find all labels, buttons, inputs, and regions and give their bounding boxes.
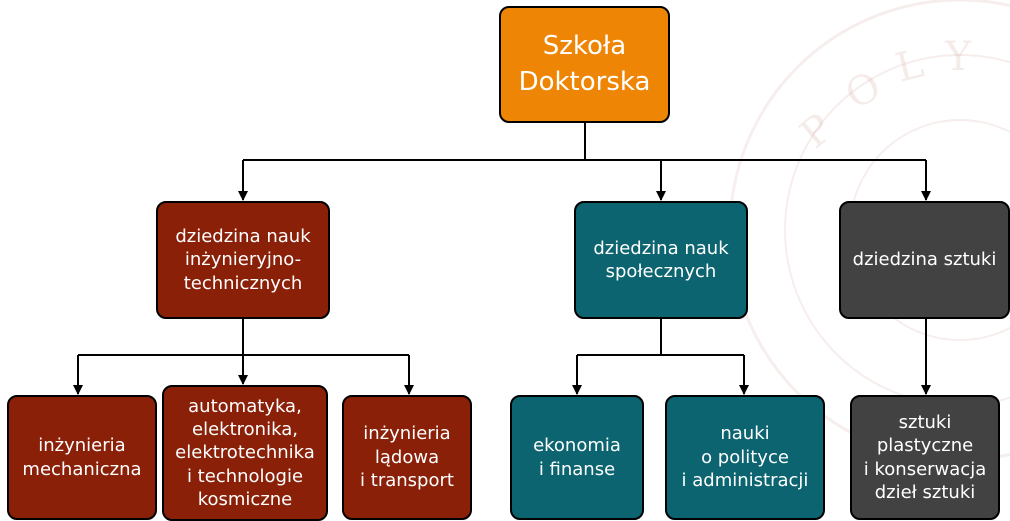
discipline-node-label: inżynieria lądowa i transport [360, 423, 454, 492]
discipline-node-label: automatyka, elektronika, elektrotechnika… [175, 395, 315, 511]
discipline-node-label: sztuki plastyczne i konserwacja dzieł sz… [863, 411, 987, 503]
field-node-arts: dziedzina sztuki [839, 201, 1010, 319]
field-node-label: dziedzina nauk inżynieryjno- technicznyc… [175, 225, 311, 294]
discipline-node-automation-electronics: automatyka, elektronika, elektrotechnika… [162, 385, 328, 521]
discipline-node-label: ekonomia i finanse [533, 435, 621, 480]
field-node-label: dziedzina sztuki [852, 249, 997, 271]
field-node-social-sciences: dziedzina nauk społecznych [574, 201, 748, 319]
discipline-node-label: nauki o polityce i administracji [681, 423, 809, 492]
field-node-label: dziedzina nauk społecznych [593, 237, 729, 282]
field-node-engineering: dziedzina nauk inżynieryjno- technicznyc… [156, 201, 330, 319]
discipline-node-fine-arts-conservation: sztuki plastyczne i konserwacja dzieł sz… [850, 395, 1000, 520]
svg-text:Y: Y [944, 34, 972, 80]
discipline-node-mechanical-engineering: inżynieria mechaniczna [7, 395, 157, 520]
root-node-doctoral-school: Szkoła Doktorska [499, 6, 670, 123]
root-node-label: Szkoła Doktorska [518, 31, 651, 97]
discipline-node-label: inżynieria mechaniczna [22, 435, 142, 480]
discipline-node-civil-engineering-transport: inżynieria lądowa i transport [342, 395, 472, 520]
discipline-node-economics-finance: ekonomia i finanse [510, 395, 644, 520]
discipline-node-political-science: nauki o polityce i administracji [665, 395, 825, 520]
